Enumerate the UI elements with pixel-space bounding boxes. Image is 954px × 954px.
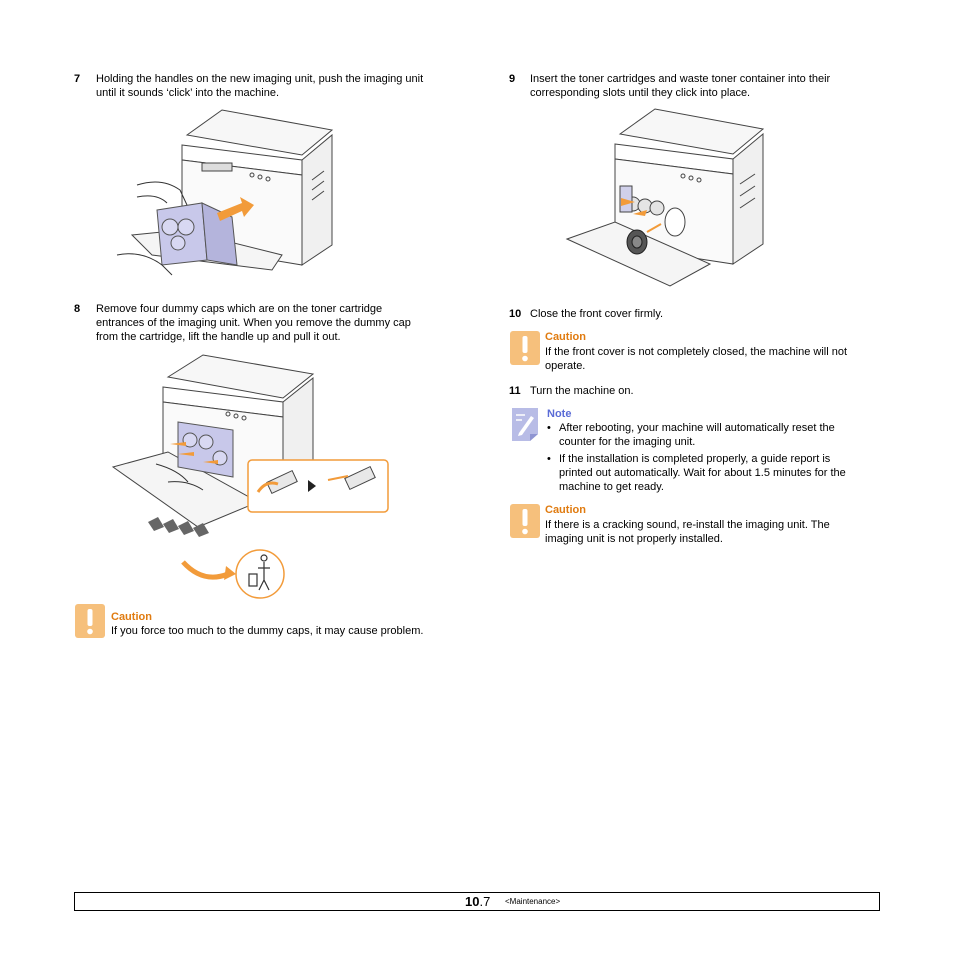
step-text-line: corresponding slots until they click int…	[530, 87, 751, 99]
figure-push-imaging-unit	[116, 109, 334, 276]
step-text-line: Turn the machine on.	[530, 385, 634, 397]
step-text-line: Holding the handles on the new imaging u…	[96, 73, 424, 85]
caution-notice: Caution If the front cover is not comple…	[509, 330, 889, 372]
caution-notice: Caution If there is a cracking sound, re…	[509, 503, 889, 545]
note-pencil-icon	[512, 408, 538, 441]
bullet-text-line: printed out automatically. Wait for abou…	[559, 467, 846, 479]
note-notice: Note • After rebooting, your machine wil…	[509, 406, 889, 496]
step-text-line: entrances of the imaging unit. When you …	[96, 317, 411, 329]
step-text-line: from the cartridge, lift the handle up a…	[96, 331, 341, 343]
step-9: 9 Insert the toner cartridges and waste …	[509, 72, 889, 102]
caution-notice: Caution If you force too much to the dum…	[74, 603, 464, 643]
step-7: 7 Holding the handles on the new imaging…	[74, 72, 454, 102]
notice-heading: Note	[547, 408, 572, 420]
page-number: 10.7	[465, 894, 490, 909]
section-name: <Maintenance>	[505, 897, 561, 906]
step-text-line: Close the front cover firmly.	[530, 308, 664, 320]
note-bullet-2: • If the installation is completed prope…	[547, 452, 887, 494]
notice-heading: Caution	[111, 611, 152, 623]
bullet-text-line: If the installation is completed properl…	[559, 453, 831, 465]
note-bullet-1: • After rebooting, your machine will aut…	[547, 421, 887, 449]
notice-text-line: If the front cover is not completely clo…	[545, 346, 848, 358]
notice-heading: Caution	[545, 504, 586, 516]
step-text-line: Remove four dummy caps which are on the …	[96, 303, 383, 315]
bullet-text-line: machine to get ready.	[559, 481, 664, 493]
page-suffix: .7	[479, 894, 491, 909]
figure-remove-dummy-caps	[111, 354, 389, 599]
figure-insert-toner	[565, 108, 765, 287]
bullet-glyph: •	[547, 422, 551, 434]
notice-text-line: operate.	[545, 360, 586, 372]
step-number: 7	[74, 73, 81, 85]
step-number: 11	[509, 385, 521, 397]
caution-icon	[510, 504, 540, 538]
step-number: 9	[509, 73, 516, 85]
bullet-glyph: •	[547, 453, 551, 465]
notice-text-line: imaging unit is not properly installed.	[545, 533, 723, 545]
notice-text-line: If there is a cracking sound, re-install…	[545, 519, 830, 531]
step-number: 8	[74, 303, 81, 315]
step-10: 10 Close the front cover firmly.	[509, 307, 889, 323]
bullet-text-line: counter for the imaging unit.	[559, 436, 696, 448]
step-8: 8 Remove four dummy caps which are on th…	[74, 302, 454, 346]
notice-text-line: If you force too much to the dummy caps,…	[111, 625, 424, 637]
step-number: 10	[509, 308, 522, 320]
chapter-number: 10	[465, 894, 480, 909]
caution-icon	[510, 331, 540, 365]
page-footer: 10.7 <Maintenance>	[74, 892, 880, 911]
bullet-text-line: After rebooting, your machine will autom…	[559, 422, 835, 434]
step-11: 11 Turn the machine on.	[509, 384, 889, 400]
caution-icon	[75, 604, 105, 638]
step-text-line: Insert the toner cartridges and waste to…	[530, 73, 831, 85]
step-text-line: until it sounds ‘click’ into the machine…	[96, 87, 280, 99]
notice-heading: Caution	[545, 331, 586, 343]
